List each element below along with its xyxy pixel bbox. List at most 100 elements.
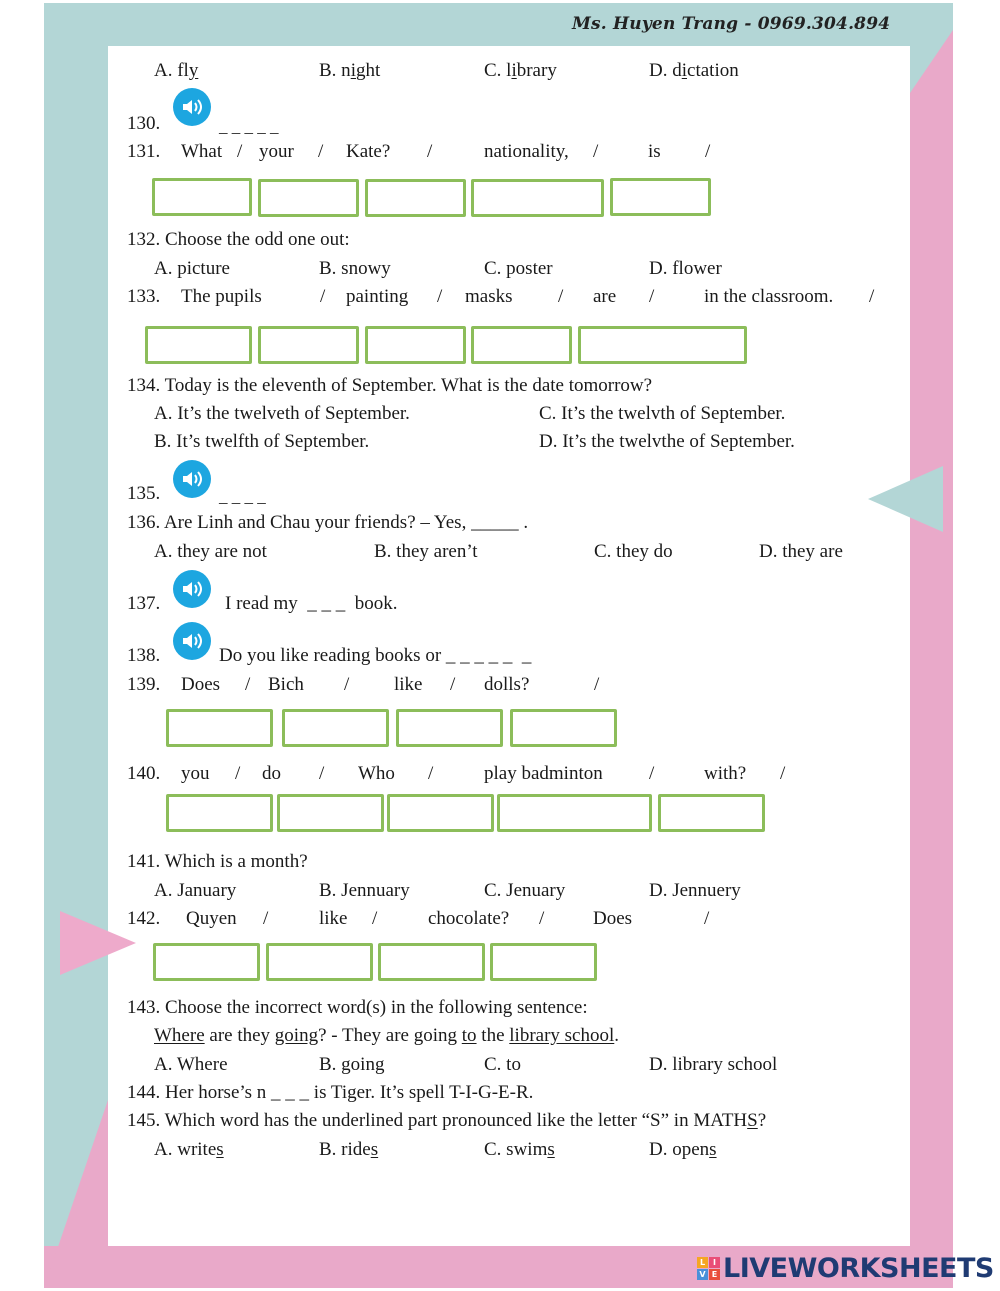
separator: / — [594, 674, 600, 695]
separator: / — [320, 286, 326, 307]
separator: / — [372, 908, 378, 929]
q142-word: Quyen — [186, 908, 237, 929]
q136-question: 136. Are Linh and Chau your friends? – Y… — [127, 512, 529, 533]
q131-drop-box-4[interactable] — [471, 179, 604, 217]
q133-word: masks — [465, 286, 513, 307]
q145-option-c: C. swims — [484, 1139, 555, 1160]
q136-option-a: A. they are not — [154, 541, 267, 562]
q132-option-b: B. snowy — [319, 258, 391, 279]
q139-drop-box-4[interactable] — [510, 709, 617, 747]
q143-option-c: C. to — [484, 1054, 521, 1075]
q140-number: 140. — [127, 763, 161, 784]
q144-question[interactable]: 144. Her horse’s n _ _ _ is Tiger. It’s … — [127, 1082, 534, 1103]
speaker-icon[interactable] — [173, 622, 211, 660]
q143-option-b: B. going — [319, 1054, 385, 1075]
q142-word: chocolate? — [428, 908, 510, 929]
q139-drop-box-3[interactable] — [396, 709, 503, 747]
q133-drop-box-3[interactable] — [365, 326, 466, 364]
separator: / — [344, 674, 350, 695]
q140-drop-box-2[interactable] — [277, 794, 384, 832]
q140-word: you — [181, 763, 210, 784]
q145-option-d: D. opens — [649, 1139, 717, 1160]
q137-sentence[interactable]: I read my _ _ _ book. — [225, 593, 398, 614]
q139-drop-box-2[interactable] — [282, 709, 389, 747]
decorative-frame-pink-bottom — [44, 1246, 953, 1288]
q142-drop-box-3[interactable] — [378, 943, 485, 981]
q139-drop-box-1[interactable] — [166, 709, 273, 747]
q136-option-b: B. they aren’t — [374, 541, 478, 562]
q136-option-c: C. they do — [594, 541, 673, 562]
q135-number: 135. — [127, 483, 161, 504]
q133-drop-box-4[interactable] — [471, 326, 572, 364]
q133-drop-box-2[interactable] — [258, 326, 359, 364]
q131-word: your — [259, 141, 294, 162]
q132-option-a: A. picture — [154, 258, 230, 279]
q139-word: dolls? — [484, 674, 530, 695]
author-signature: Ms. Huyen Trang - 0969.304.894 — [572, 14, 891, 34]
q131-drop-box-3[interactable] — [365, 179, 466, 217]
separator: / — [318, 141, 324, 162]
q142-drop-box-1[interactable] — [153, 943, 260, 981]
q130-answer-blank[interactable]: _ _ _ _ _ — [219, 117, 279, 136]
q134-option-b: B. It’s twelfth of September. — [154, 431, 370, 452]
q142-drop-box-2[interactable] — [266, 943, 373, 981]
q141-option-a: A. January — [154, 880, 237, 901]
q131-drop-box-2[interactable] — [258, 179, 359, 217]
speaker-icon[interactable] — [173, 570, 211, 608]
q141-option-d: D. Jennuery — [649, 880, 741, 901]
q133-drop-box-1[interactable] — [145, 326, 252, 364]
separator: / — [235, 763, 241, 784]
separator: / — [705, 141, 711, 162]
q131-number: 131. — [127, 141, 161, 162]
q140-drop-box-3[interactable] — [387, 794, 494, 832]
q129-option-d: D. dictation — [649, 60, 739, 81]
separator: / — [780, 763, 786, 784]
q139-word: like — [394, 674, 423, 695]
q131-drop-box-5[interactable] — [610, 178, 711, 216]
q140-drop-box-5[interactable] — [658, 794, 765, 832]
separator: / — [649, 286, 655, 307]
q134-option-c: C. It’s the twelvth of September. — [539, 403, 786, 424]
q133-word: painting — [346, 286, 409, 307]
q132-option-c: C. poster — [484, 258, 553, 279]
q130-number: 130. — [127, 113, 161, 134]
q133-word: in the classroom. — [704, 286, 834, 307]
speaker-icon[interactable] — [173, 460, 211, 498]
separator: / — [558, 286, 564, 307]
q140-drop-box-4[interactable] — [497, 794, 652, 832]
separator: / — [450, 674, 456, 695]
q137-number: 137. — [127, 593, 161, 614]
q145-option-b: B. rides — [319, 1139, 379, 1160]
q135-answer-blank[interactable]: _ _ _ _ — [219, 487, 266, 506]
q141-option-c: C. Jenuary — [484, 880, 566, 901]
q136-option-d: D. they are — [759, 541, 843, 562]
q134-option-a: A. It’s the twelveth of September. — [154, 403, 410, 424]
speaker-icon[interactable] — [173, 88, 211, 126]
q140-drop-box-1[interactable] — [166, 794, 273, 832]
q143-option-d: D. library school — [649, 1054, 778, 1075]
q142-word: like — [319, 908, 348, 929]
q133-word: are — [593, 286, 617, 307]
q138-sentence[interactable]: Do you like reading books or _ _ _ _ _ _ — [219, 645, 532, 666]
separator: / — [237, 141, 243, 162]
q142-drop-box-4[interactable] — [490, 943, 597, 981]
q138-number: 138. — [127, 645, 161, 666]
q134-option-d: D. It’s the twelvthe of September. — [539, 431, 795, 452]
q139-number: 139. — [127, 674, 161, 695]
q131-word: nationality, — [484, 141, 569, 162]
separator: / — [263, 908, 269, 929]
separator: / — [427, 141, 433, 162]
q131-word: What — [181, 141, 223, 162]
q134-question: 134. Today is the eleventh of September.… — [127, 375, 653, 396]
q131-drop-box-1[interactable] — [152, 178, 252, 216]
q142-number: 142. — [127, 908, 161, 929]
q132-question: 132. Choose the odd one out: — [127, 229, 350, 250]
separator: / — [428, 763, 434, 784]
q129-option-a: A. fly — [154, 60, 199, 81]
worksheet-page — [108, 46, 910, 1246]
logo-text: LIVEWORKSHEETS — [723, 1253, 994, 1284]
separator: / — [539, 908, 545, 929]
q133-drop-box-5[interactable] — [578, 326, 747, 364]
separator: / — [649, 763, 655, 784]
q131-word: Kate? — [346, 141, 391, 162]
